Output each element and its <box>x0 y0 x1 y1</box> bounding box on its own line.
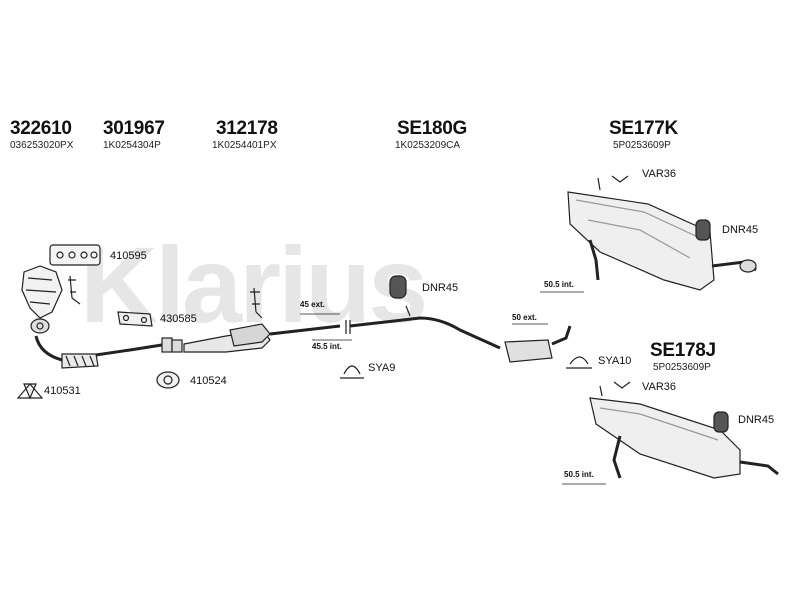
rubber-hanger-center <box>389 275 407 299</box>
gasket-410531 <box>16 383 44 400</box>
part-number-se180g: SE180G <box>397 118 468 139</box>
dimension-50-ext: 50 ext. <box>512 313 537 322</box>
oe-number-se177k: 5P0253609P <box>613 140 671 151</box>
rubber-hanger-bottom <box>713 411 729 433</box>
dimension-50-5-int-bottom: 50.5 int. <box>564 470 594 479</box>
oe-number-se180g: 1K0253209CA <box>395 140 461 151</box>
label-dnr45-bottom: DNR45 <box>738 414 775 426</box>
part-number-322610: 322610 <box>10 118 72 139</box>
dimension-45-5-int: 45.5 int. <box>312 342 342 351</box>
manifold-gasket <box>49 244 101 266</box>
part-number-se178j: SE178J <box>650 340 716 361</box>
part-number-301967: 301967 <box>103 118 165 139</box>
oe-number-312178: 1K0254401PX <box>212 140 277 151</box>
label-410531: 410531 <box>44 385 81 397</box>
label-410595: 410595 <box>110 250 147 262</box>
label-dnr45-center: DNR45 <box>422 282 459 294</box>
label-var36-bottom: VAR36 <box>642 381 677 393</box>
label-410524: 410524 <box>190 375 227 387</box>
label-var36-top: VAR36 <box>642 168 677 180</box>
catalytic-converter <box>183 287 341 353</box>
rear-silencer-se177k <box>567 175 757 291</box>
exhaust-manifold <box>21 265 63 334</box>
gasket-410524 <box>156 371 180 389</box>
oe-number-se178j: 5P0253609P <box>653 362 711 373</box>
part-number-312178: 312178 <box>216 118 278 139</box>
label-dnr45-top: DNR45 <box>722 224 759 236</box>
dimension-50-5-int-top: 50.5 int. <box>544 280 574 289</box>
oe-number-322610: 036253020PX <box>10 140 74 151</box>
rubber-hanger-top <box>695 219 711 241</box>
gasket-430585 <box>117 311 153 327</box>
front-pipe <box>34 335 183 369</box>
rear-silencer-se178j <box>589 381 779 479</box>
part-number-se177k: SE177K <box>609 118 678 139</box>
lambda-sensor-left <box>68 275 81 305</box>
label-sya9: SYA9 <box>368 362 396 374</box>
oe-number-301967: 1K0254304P <box>103 140 161 151</box>
label-430585: 430585 <box>160 313 197 325</box>
center-pipe <box>345 305 572 363</box>
dimension-45-ext: 45 ext. <box>300 300 325 309</box>
clamp-sya9 <box>340 365 364 379</box>
clamp-sya10 <box>566 356 592 369</box>
label-sya10: SYA10 <box>598 355 632 367</box>
